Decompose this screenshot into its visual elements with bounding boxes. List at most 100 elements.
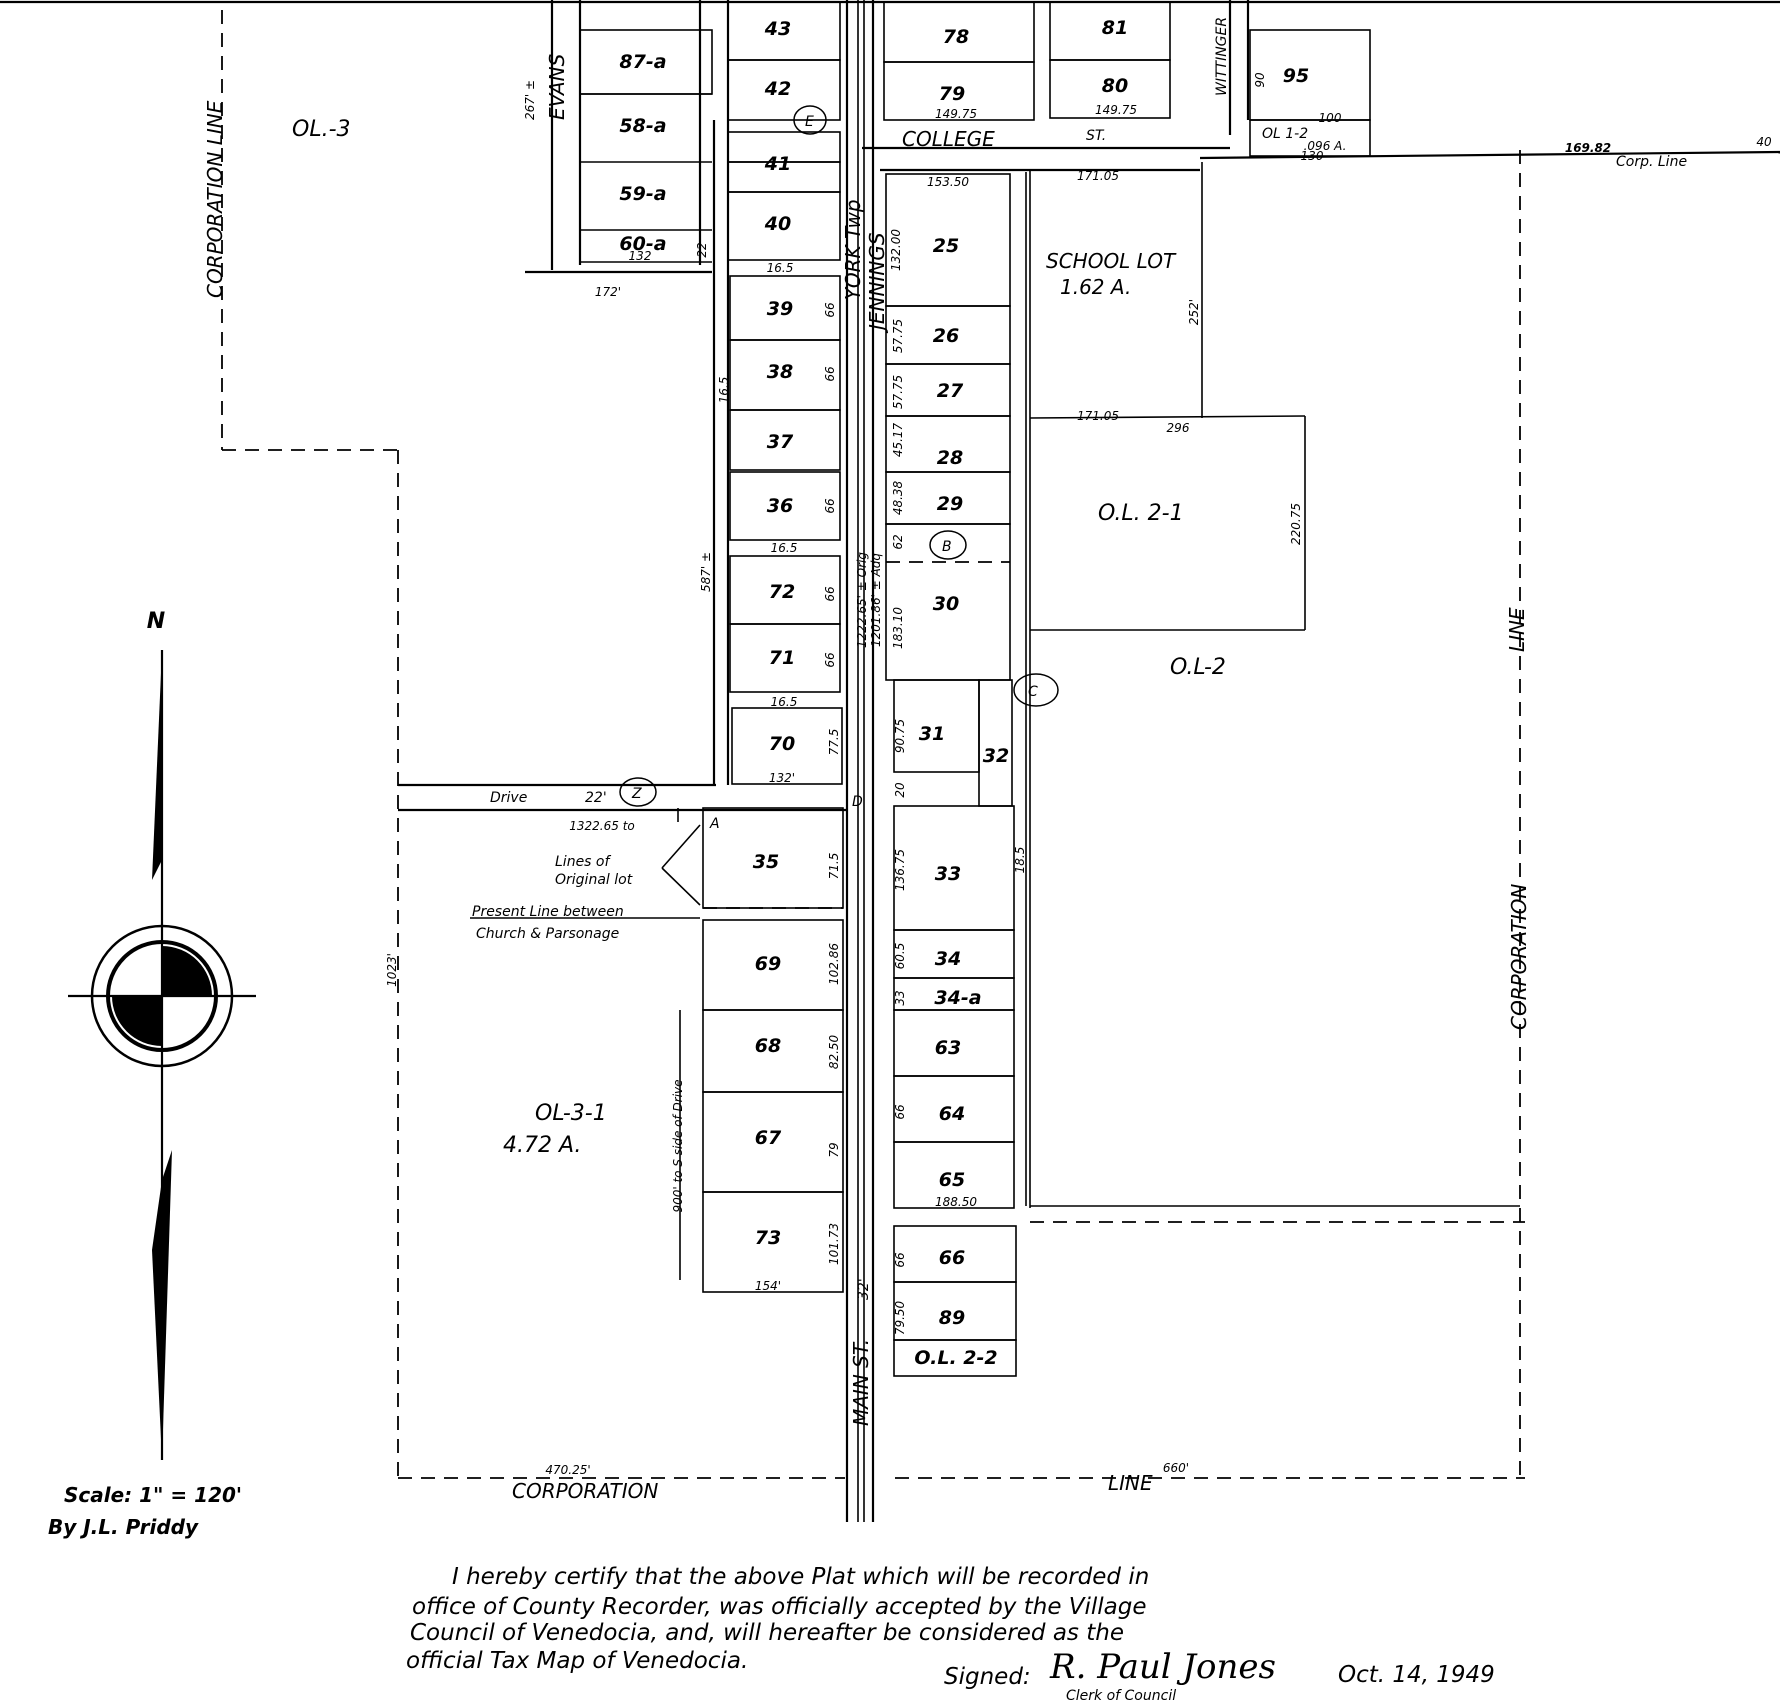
college-street [862,0,1780,172]
ol2-label: O.L-2 [1170,655,1226,680]
lot-33: 33 [935,863,961,885]
scale-block: Scale: 1" = 120' By J.L. Priddy [48,1483,242,1539]
corporation-east-label: CORPORATION [1507,884,1531,1030]
lot-36: 36 [767,495,793,517]
drive-width: 22' [585,790,607,806]
dim-100: 100 [1319,111,1342,125]
dim-1023: 1023' [385,953,399,987]
dim-132-70: 132' [769,771,795,785]
signature-title: Clerk of Council [1066,1688,1176,1700]
dim-153-50: 153.50 [927,175,969,189]
ol31-label: OL-3-1 [535,1101,607,1126]
dim-132-60a: 132 [629,249,652,263]
college-label: COLLEGE [902,127,995,151]
drive [398,783,848,812]
lot-26: 26 [933,325,959,347]
outlot-labels: OL.-3 OL-3-1 4.72 A. O.L-2 O.L. 2-1 O.L.… [292,117,1346,1369]
lot-95: 95 [1283,65,1309,87]
ol3-label: OL.-3 [292,117,351,142]
lot-78: 78 [943,26,969,48]
lot-70: 70 [769,733,795,755]
dim-296: 296 [1167,421,1190,435]
line-south-label: LINE [1108,1471,1153,1495]
ol21-label: O.L. 2-1 [1098,501,1184,526]
dim-33: 33 [893,990,907,1005]
dim-165-d: 16.5 [771,695,798,709]
dim-165-b: 16.5 [717,377,731,404]
lot-89: 89 [939,1307,965,1329]
dim-188-50: 188.50 [935,1195,977,1209]
corporation-line-west-label: CORPORATION LINE [203,100,227,298]
dim-1222: 1222.65' ± Orig [855,552,869,648]
lot-40: 40 [764,213,791,235]
school-lot-area: 1.62 A. [1060,275,1131,299]
dim-90-75: 90.75 [893,719,907,753]
dim-57-75b: 57.75 [891,375,905,409]
dim-62: 62 [891,534,905,549]
corp-line-label: Corp. Line [1616,154,1687,170]
dim-20: 20 [893,782,907,798]
lot-35: 35 [753,851,779,873]
lot-31: 31 [919,723,945,745]
lot-34a: 34-a [934,987,981,1009]
lot-59a: 59-a [619,183,666,205]
annotation-labels: Lines of Original lot Present Line betwe… [472,794,863,942]
original-lot-pointer [470,808,701,1280]
church-parsonage-label: Church & Parsonage [476,926,619,942]
dim-1322-65: 1322.65 to [569,819,634,833]
present-line-label: Present Line between [472,904,624,920]
dim-22: 22 [695,242,709,257]
college-st-label: ST. [1086,128,1106,144]
dim-136-75: 136.75 [893,849,907,891]
certificate-line-4: official Tax Map of Venedocia. [406,1648,748,1674]
drive-label: Drive [490,790,527,806]
dim-66a: 66 [823,302,837,318]
lot-32: 32 [983,745,1009,767]
scale-label: Scale: 1" = 120' [64,1483,242,1507]
street-labels: EVANS COLLEGE ST. WITTINGER YORK Twp JEN… [203,17,1687,1503]
dim-267: 267' ± [523,80,537,120]
dim-1201: 1201.86' ± Adq [869,553,883,647]
lot-37: 37 [767,431,794,453]
north-arrow: N [68,609,256,1460]
lot-81: 81 [1102,17,1128,39]
certification-block: I hereby certify that the above Plat whi… [406,1564,1495,1700]
evans-label: EVANS [545,53,569,120]
main-st-label: MAIN ST. [849,1339,873,1426]
lot-34: 34 [935,948,961,970]
lot-79: 79 [939,83,965,105]
lot-69: 69 [755,953,781,975]
signed-label: Signed: [944,1664,1031,1690]
ol31-area: 4.72 A. [503,1133,581,1158]
dim-130: 130 [1301,149,1324,163]
lot-73: 73 [755,1227,781,1249]
lot-65: 65 [939,1169,965,1191]
dim-45-17: 45.17 [891,422,905,457]
original-lot-label: Original lot [555,872,633,888]
line-east-label: LINE [1505,607,1529,652]
lot-41: 41 [764,153,791,175]
dim-171-05a: 171.05 [1077,169,1119,183]
circle-2-text: Z [631,786,642,802]
lot-71: 71 [769,647,795,669]
dim-40: 40 [1756,135,1772,149]
lot-72: 72 [769,581,795,603]
dim-900: 900' to S side of Drive [671,1079,685,1212]
author-label: By J.L. Priddy [48,1515,199,1539]
dim-165-c: 16.5 [771,541,798,555]
west-main-lots [702,1,844,1293]
north-label: N [147,609,165,634]
wittinger-label: WITTINGER [1214,17,1230,96]
lot-29: 29 [937,493,963,515]
ol12-label: OL 1-2 [1262,126,1308,142]
ol12-area: .096 A. [1304,139,1347,153]
dim-90: 90 [1253,72,1267,88]
dim-48-38: 48.38 [891,480,905,515]
dim-66g: 66 [893,1252,907,1268]
dim-149-75b: 149.75 [1095,103,1137,117]
circle-4-text: C [1028,684,1038,700]
york-twp-label: YORK Twp [841,199,865,300]
lot-labels-east: 78 79 25 26 27 28 29 30 31 32 33 34 34-a… [919,26,1009,1329]
dim-172: 172' [595,285,621,299]
